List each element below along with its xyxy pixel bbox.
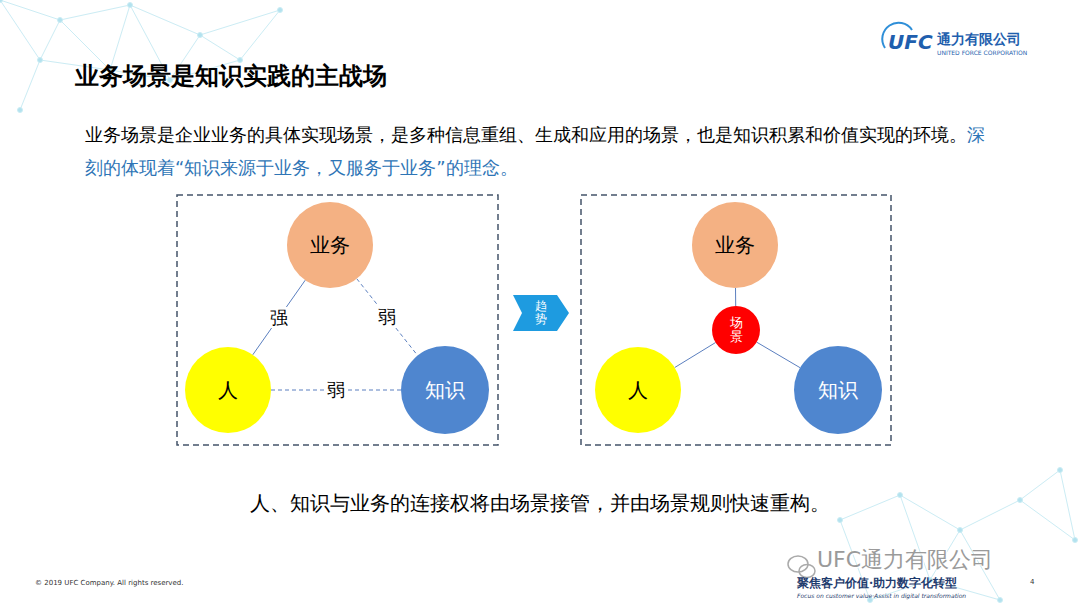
network-line	[840, 495, 900, 520]
node-text: 业务	[715, 232, 755, 259]
network-dot	[58, 18, 63, 23]
business-circle: 业务	[692, 202, 778, 288]
network-line	[20, 60, 40, 110]
network-dot	[238, 58, 243, 63]
network-dot	[18, 108, 23, 113]
network-line	[1020, 470, 1060, 500]
network-dot	[998, 598, 1003, 603]
network-dot	[198, 33, 203, 38]
copyright: © 2019 UFC Company. All rights reserved.	[35, 579, 183, 587]
network-dot	[1058, 468, 1063, 473]
caption: 人、知识与业务的连接权将由场景接管，并由场景规则快速重构。	[0, 490, 1080, 517]
network-line	[60, 5, 130, 20]
node-text: 知识	[425, 377, 465, 404]
network-line	[110, 5, 130, 70]
network-line	[200, 10, 280, 35]
node-text: 场景	[730, 316, 743, 345]
edge-label: 弱	[375, 306, 399, 328]
connector	[357, 279, 418, 356]
slide-title: 业务场景是知识实践的主战场	[75, 60, 387, 92]
network-line	[1020, 500, 1075, 540]
wechat-icon	[788, 556, 815, 578]
connector	[675, 343, 716, 368]
business-circle: 业务	[287, 202, 373, 288]
body-paragraph: 业务场景是企业业务的具体实现场景，是多种信息重组、生成和应用的场景，也是知识积累…	[85, 118, 1000, 184]
network-dot	[128, 3, 133, 8]
knowledge-circle: 知识	[794, 346, 882, 434]
connector	[735, 288, 736, 306]
network-dot	[0, 0, 3, 3]
connector	[757, 342, 800, 368]
logo-name: 通力有限公司	[937, 31, 1021, 49]
network-dot	[1073, 538, 1078, 543]
network-line	[0, 0, 40, 60]
group-frame	[581, 195, 891, 445]
node-text: 知识	[818, 377, 858, 404]
watermark: UFC通力有限公司	[817, 545, 993, 575]
network-line	[130, 5, 200, 35]
node-text: 业务	[310, 232, 350, 259]
network-line	[0, 0, 60, 20]
page-number: 4	[1030, 578, 1034, 586]
network-dot	[1018, 498, 1023, 503]
connector	[253, 280, 306, 355]
trend-chevron: 趋势	[513, 295, 569, 331]
network-dot	[898, 493, 903, 498]
slogan-english: Focus on customer value·Assist in digita…	[797, 592, 966, 599]
knowledge-circle: 知识	[401, 346, 489, 434]
body-text: 业务场景是企业业务的具体实现场景，是多种信息重组、生成和应用的场景，也是知识积累…	[85, 124, 967, 145]
node-text: 人	[628, 377, 648, 404]
network-line	[960, 500, 1020, 530]
network-dot	[278, 8, 283, 13]
node-text: 趋势	[535, 300, 547, 326]
group-frame	[177, 195, 498, 445]
network-line	[240, 10, 280, 60]
network-line	[900, 495, 960, 530]
edge-label: 弱	[324, 379, 348, 401]
person-circle: 人	[185, 347, 271, 433]
network-dot	[838, 518, 843, 523]
logo-subtitle: UNITED FORCE CORPORATION	[937, 49, 1027, 56]
network-line	[40, 20, 60, 60]
logo-mark: UFC	[888, 30, 933, 54]
edge-label: 强	[267, 307, 291, 329]
network-line	[1060, 470, 1075, 540]
network-dot	[38, 58, 43, 63]
node-text: 人	[218, 377, 238, 404]
network-dot	[958, 528, 963, 533]
slogan: 聚焦客户价值·助力数字化转型	[797, 575, 957, 592]
scene-circle: 场景	[712, 306, 760, 354]
person-circle: 人	[595, 347, 681, 433]
network-line	[200, 35, 240, 60]
